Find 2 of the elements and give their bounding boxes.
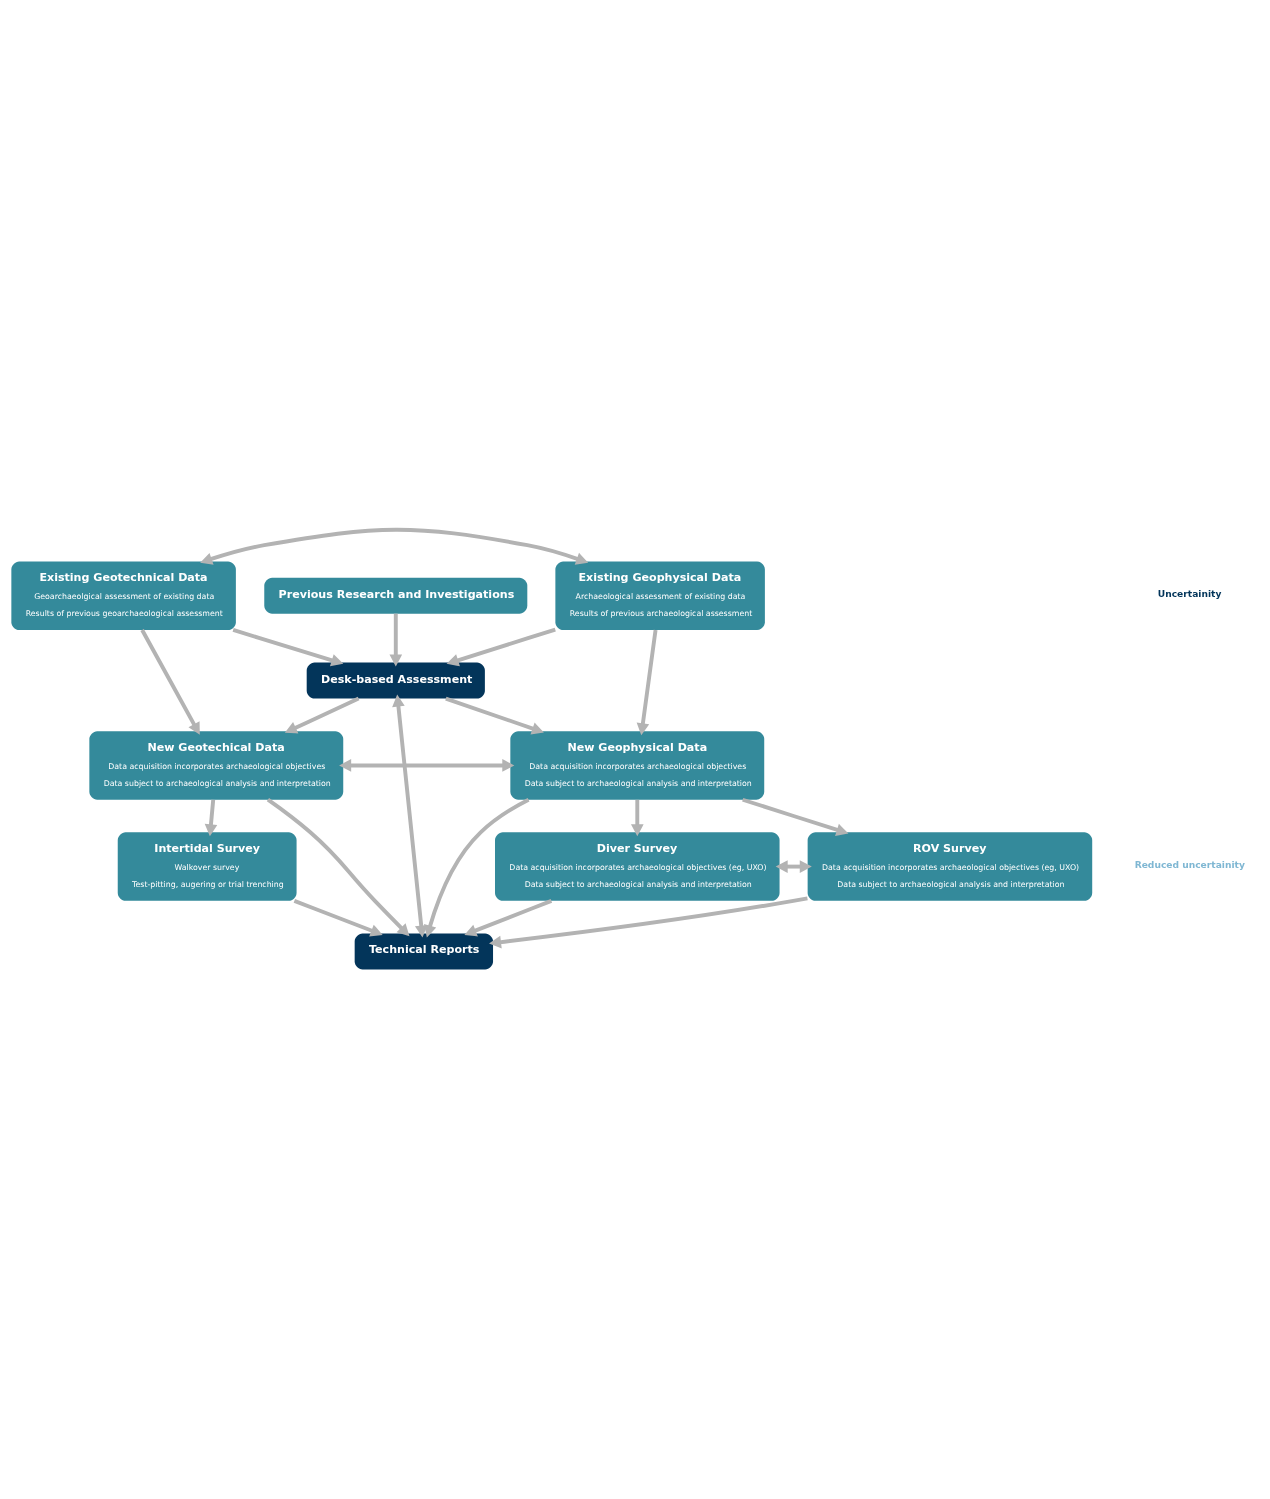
label: Uncertainity [1157,589,1222,600]
label: Reduced uncertainity [1134,860,1245,871]
